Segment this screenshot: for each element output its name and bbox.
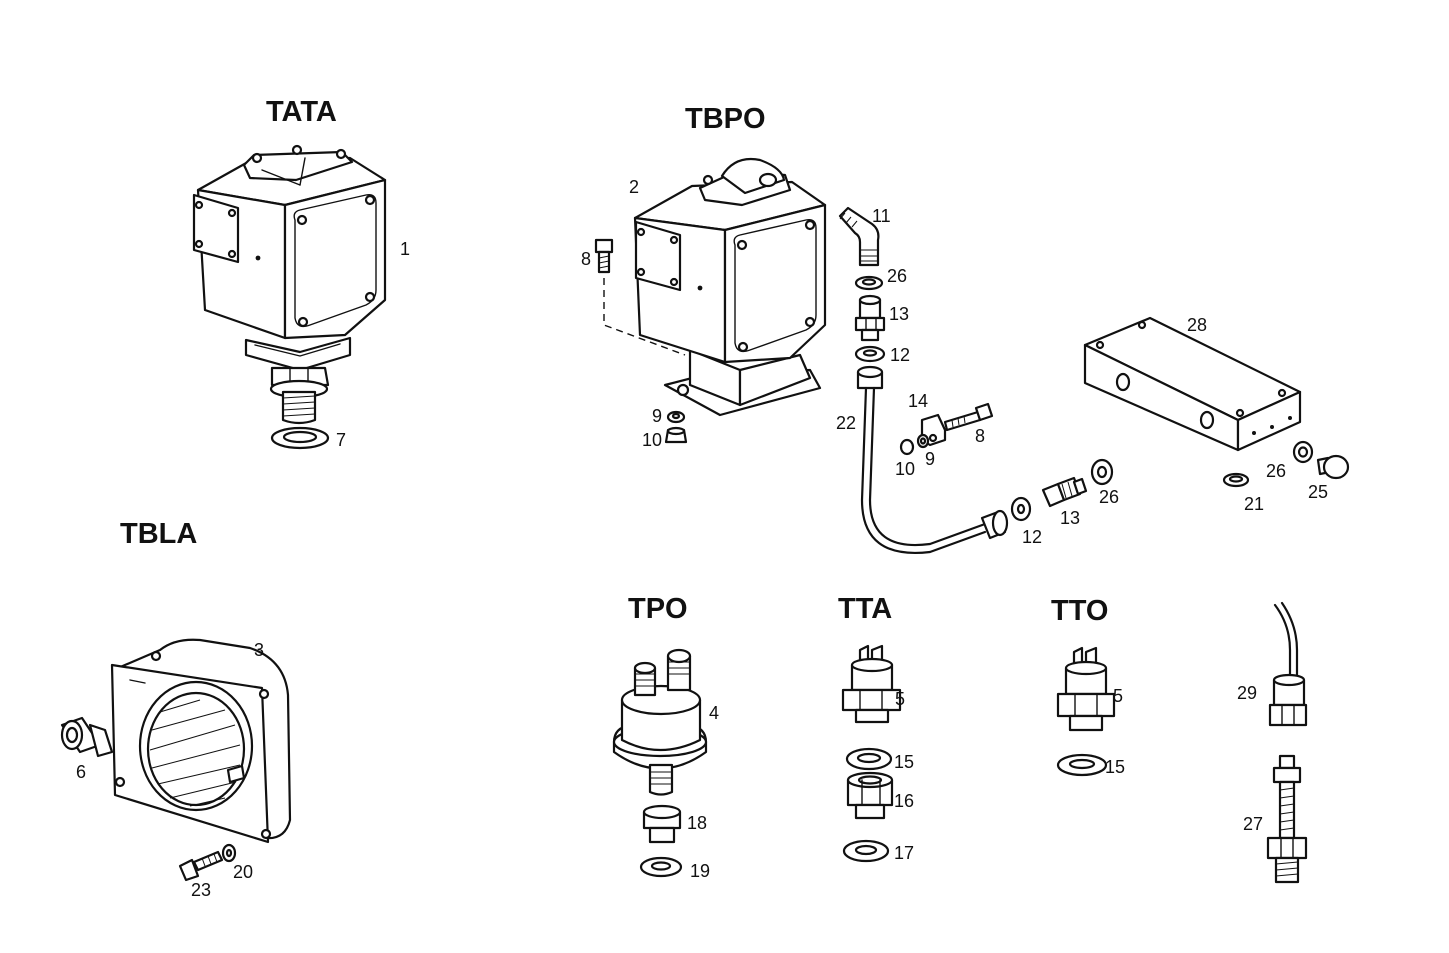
part-1-tata-unit xyxy=(192,144,387,425)
part-12-washer-upper xyxy=(854,345,886,363)
title-tpo: TPO xyxy=(628,593,688,625)
callout-5-tto: 5 xyxy=(1113,686,1123,706)
callout-25: 25 xyxy=(1308,482,1328,502)
callout-8-right: 8 xyxy=(975,426,985,446)
callout-13-lower: 13 xyxy=(1060,508,1080,528)
title-tto: TTO xyxy=(1051,595,1108,627)
callout-27: 27 xyxy=(1243,814,1263,834)
part-5-switch-tto xyxy=(1056,646,1116,732)
callout-18: 18 xyxy=(687,813,707,833)
callout-22: 22 xyxy=(836,413,856,433)
part-2-tbpo-unit xyxy=(633,158,827,417)
callout-28: 28 xyxy=(1187,315,1207,335)
part-21-washer xyxy=(1222,472,1250,488)
title-tata: TATA xyxy=(266,96,337,128)
title-tbla: TBLA xyxy=(120,518,197,550)
callout-16: 16 xyxy=(894,791,914,811)
callout-26-middle: 26 xyxy=(1099,487,1119,507)
callout-11: 11 xyxy=(872,206,891,226)
callout-9-left: 9 xyxy=(652,406,662,426)
part-8-bolt-left xyxy=(594,238,686,356)
callout-3: 3 xyxy=(254,640,264,660)
part-9-10-nut-left xyxy=(664,410,688,444)
part-13-adapter-lower xyxy=(1041,476,1088,508)
part-8-bolt-right xyxy=(943,402,994,432)
part-20-washer xyxy=(221,843,237,863)
callout-7: 7 xyxy=(336,430,346,450)
part-6-fitting xyxy=(60,716,114,758)
part-26-washer-upper xyxy=(854,275,884,291)
callout-12-upper: 12 xyxy=(890,345,910,365)
part-23-bolt xyxy=(178,850,224,882)
callout-5-tta: 5 xyxy=(895,689,905,709)
callout-8-left: 8 xyxy=(581,249,591,269)
title-tta: TTA xyxy=(838,593,892,625)
callout-21: 21 xyxy=(1244,494,1264,514)
callout-26-right: 26 xyxy=(1266,461,1286,481)
callout-29: 29 xyxy=(1237,683,1257,703)
callout-15-tta: 15 xyxy=(894,752,914,772)
part-26-washer-middle xyxy=(1090,458,1114,486)
part-16-adapter xyxy=(846,771,894,820)
part-15-washer-tta xyxy=(845,747,893,771)
title-tbpo: TBPO xyxy=(685,103,766,135)
part-22-pipe xyxy=(856,365,1009,554)
part-26-washer-right xyxy=(1292,440,1314,464)
callout-19: 19 xyxy=(690,861,710,881)
callout-2: 2 xyxy=(629,177,639,197)
callout-26-upper: 26 xyxy=(887,266,907,286)
callout-10-left: 10 xyxy=(642,430,662,450)
callout-9-right: 9 xyxy=(925,449,935,469)
part-12-washer-lower xyxy=(1010,496,1032,522)
part-17-washer xyxy=(842,839,890,863)
callout-10-right: 10 xyxy=(895,459,915,479)
part-5-switch-tta xyxy=(841,644,902,724)
callout-15-tto: 15 xyxy=(1105,757,1125,777)
part-29-sensor xyxy=(1268,601,1308,727)
callout-14: 14 xyxy=(908,391,928,411)
callout-23: 23 xyxy=(191,880,211,900)
part-19-washer xyxy=(639,856,683,878)
part-15-washer-tto xyxy=(1056,753,1108,777)
part-13-adapter-upper xyxy=(854,294,886,342)
part-11-elbow xyxy=(838,206,880,267)
callout-4: 4 xyxy=(709,703,719,723)
callout-13-upper: 13 xyxy=(889,304,909,324)
callout-1: 1 xyxy=(400,239,410,259)
part-28-manifold-block xyxy=(1083,316,1302,452)
callout-17: 17 xyxy=(894,843,914,863)
part-9-10-nut-right xyxy=(899,433,930,456)
callout-6: 6 xyxy=(76,762,86,782)
part-27-sensor xyxy=(1266,754,1308,884)
part-25-plug xyxy=(1316,454,1350,480)
callout-20: 20 xyxy=(233,862,253,882)
part-18-adapter xyxy=(642,804,682,844)
part-7-washer xyxy=(270,426,330,450)
part-4-pressure-sender xyxy=(612,648,708,796)
callout-12-lower: 12 xyxy=(1022,527,1042,547)
part-3-tbla-housing xyxy=(110,638,292,844)
